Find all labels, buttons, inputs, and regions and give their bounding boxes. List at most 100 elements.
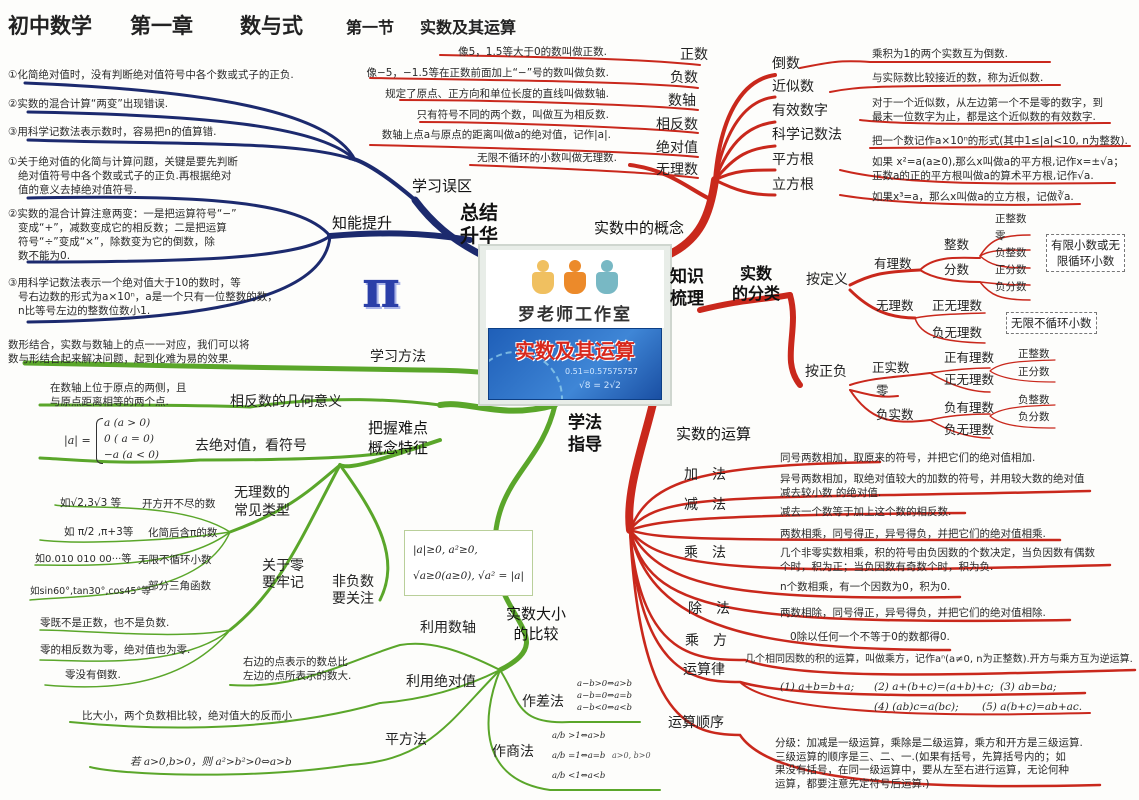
difference-item: a−b<0⇔a<b: [577, 703, 632, 713]
pos-fraction-label: 正分数: [995, 264, 1027, 276]
neg-integer-label: 负整数: [1018, 394, 1050, 406]
number-line-label: 利用数轴: [420, 620, 476, 636]
quotient-label: 作商法: [492, 744, 534, 760]
neg-fraction-label: 负分数: [995, 281, 1027, 293]
header-subject: 初中数学: [8, 14, 92, 38]
pos-fraction-label: 正分数: [1018, 366, 1050, 378]
sub-rule: 减去一个数等于加上这个数的相反数.: [780, 506, 952, 518]
concept-term: 倒数: [772, 56, 800, 72]
concept-term: 平方根: [772, 152, 814, 168]
abs-formula-case: a (a > 0): [104, 417, 151, 429]
square-label: 平方法: [385, 732, 427, 748]
abs-formula-case: −a (a < 0): [104, 449, 160, 461]
law-item: (3) ab=ba;: [1000, 681, 1057, 693]
abs-sign-label: 去绝对值，看符号: [195, 438, 307, 454]
improve-item: ①关于绝对值的化简与计算问题，关键是要先判断 绝对值符号中各个数或式子的正负.再…: [8, 156, 238, 196]
neg-rational-label: 负有理数: [944, 400, 995, 415]
pow-rule: 几个相同因数的积的运算，叫做乘方，记作aⁿ(a≠0, n为正整数).开方与乘方互…: [745, 654, 1133, 665]
irrational-example: 如0.010 010 00···等: [35, 554, 132, 565]
concept-definition: 只有符号不同的两个数，叫做互为相反数.: [416, 109, 609, 121]
div-rule: 0除以任何一个不等于0的数都得0.: [790, 631, 950, 643]
abs-value-text: 比大小，两个负数相比较，绝对值大的反而小: [82, 710, 292, 722]
concept-definition: 与实际数比较接近的数，称为近似数.: [872, 72, 1044, 84]
sub-label: 减 法: [684, 497, 726, 513]
concept-definition: 如果 x²=a(a≥0),那么x叫做a的平方根,记作x=±√a； 正数a的正的平…: [872, 156, 1124, 182]
concept-term: 无理数: [656, 162, 698, 178]
concept-definition: 数轴上点a与原点的距离叫做a的绝对值，记作|a|.: [381, 129, 611, 141]
concept-term: 相反数: [656, 117, 698, 133]
difference-label: 作差法: [522, 694, 564, 710]
compare-title: 实数大小 的比较: [506, 605, 567, 643]
concept-term: 绝对值: [656, 140, 698, 156]
difference-item: a−b>0⇔a>b: [577, 679, 632, 689]
irrational-types-label: 无理数的 常见类型: [234, 485, 290, 519]
pos-integer-label: 正整数: [995, 213, 1027, 225]
header-chapter: 第一章: [130, 14, 193, 38]
law-item: (2) a+(b+c)=(a+b)+c;: [874, 681, 994, 693]
operations-title: 实数的运算: [676, 425, 752, 443]
law-item: (5) a(b+c)=ab+ac.: [982, 701, 1083, 713]
mul-label: 乘 法: [684, 545, 726, 561]
header-chapter-title: 数与式: [240, 14, 303, 38]
classification-title: 实数 的分类: [732, 264, 781, 303]
order-label: 运算顺序: [668, 715, 724, 731]
zero-facts-label: 关于零 要牢记: [262, 558, 304, 591]
zero-fact: 零没有倒数.: [65, 669, 121, 681]
add-label: 加 法: [684, 467, 726, 483]
brace-icon: [96, 418, 103, 464]
mistakes-label: 学习误区: [412, 177, 473, 195]
mistake-item: ②实数的混合计算“两变”出现错误.: [8, 98, 169, 110]
concepts-title: 实数中的概念: [594, 219, 685, 237]
concept-definition: 像5，1.5等大于0的数叫做正数.: [458, 46, 607, 58]
pow-label: 乘 方: [685, 633, 727, 649]
concept-definition: 像−5，−1.5等在正数前面加上“−”号的数叫做负数.: [366, 67, 610, 79]
concept-term: 近似数: [772, 79, 814, 95]
summary-title: 总结 升华: [460, 202, 499, 247]
law-item: (1) a+b=b+a;: [780, 681, 855, 693]
mul-rule: 几个非零实数相乘，积的符号由负因数的个数决定，当负因数有偶数 个时，积为正；当负…: [780, 547, 1095, 573]
by-sign-label: 按正负: [805, 364, 847, 380]
concept-definition: 对于一个近似数，从左边第一个不是零的数字，到 最末一位数字为止，都是这个近似数的…: [872, 97, 1103, 123]
div-label: 除 法: [688, 601, 730, 617]
zero-label: 零: [876, 383, 889, 398]
quotient-item: a/b <1⇔a<b: [552, 771, 606, 781]
rational-label: 有理数: [874, 256, 912, 271]
zero-fact: 零既不是正数，也不是负数.: [40, 617, 170, 629]
nonneg-formula: √a≥0(a≥0), √a² = |a|: [413, 570, 525, 582]
study-method-label: 学习方法: [370, 349, 426, 365]
difficulty-label: 把握难点 概念特征: [368, 419, 429, 457]
nonneg-formula-box: |a|≥0, a²≥0,√a≥0(a≥0), √a² = |a|: [404, 530, 534, 596]
pos-irrational-label: 正无理数: [932, 298, 983, 313]
add-rule: 同号两数相加，取原来的符号，并把它们的绝对值相加.: [780, 452, 1036, 464]
study-method-text: 数形结合，实数与数轴上的点一一对应，我们可以将 数与形结合起来解决问题，起到化难…: [8, 339, 250, 365]
pos-real-label: 正实数: [872, 360, 910, 375]
summary-branches: [23, 81, 492, 324]
concept-definition: 无限不循环的小数叫做无理数.: [477, 152, 617, 164]
concept-term: 立方根: [772, 177, 814, 193]
neg-integer-label: 负整数: [995, 247, 1027, 259]
banner-formula: √8 = 2√2: [579, 381, 621, 391]
irrational-example: 如 π/2 ,π+3等: [64, 526, 134, 538]
quotient-item: a/b =1⇔a=b: [552, 751, 606, 761]
center-logo: 罗老师工作室 实数及其运算 0.51=0.57575757 √8 = 2√2: [478, 244, 672, 406]
mul-rule: 两数相乘，同号得正，异号得负，并把它们的绝对值相乘.: [780, 528, 1046, 540]
concept-term: 有效数字: [772, 103, 828, 119]
rational-note: 有限小数或无 限循环小数: [1046, 234, 1125, 272]
improve-item: ③用科学记数法表示一个绝对值大于10的数时，等 号右边数的形式为a×10ⁿ，a是…: [8, 277, 278, 317]
irrational-type: 无限不循环小数: [138, 554, 212, 566]
pos-irrational-label: 正无理数: [944, 372, 995, 387]
abs-formula-lhs: |a| =: [64, 434, 91, 447]
nonneg-label: 非负数 要关注: [332, 574, 374, 607]
banner-formula: 0.51=0.57575757: [565, 367, 638, 376]
concept-definition: 把一个数记作a×10ⁿ的形式(其中1≤|a|<10, n为整数).: [872, 135, 1128, 147]
concept-definition: 规定了原点、正方向和单位长度的直线叫做数轴.: [385, 88, 609, 100]
by-definition-label: 按定义: [806, 272, 848, 288]
law-item: (4) (ab)c=a(bc);: [874, 701, 959, 713]
mistake-item: ③用科学记数法表示数时，容易把n的值算错.: [8, 126, 217, 138]
order-rule: 分级：加减是一级运算，乘除是二级运算，乘方和开方是三级运算. 三级运算的顺序是三…: [775, 737, 1083, 790]
concept-term: 负数: [670, 70, 698, 86]
irrational-note: 无限不循环小数: [1006, 312, 1097, 334]
mul-rule: n个数相乘，有一个因数为0，积为0.: [780, 581, 951, 593]
neg-irrational-label: 负无理数: [944, 422, 995, 437]
concept-definition: 乘积为1的两个实数互为倒数.: [872, 48, 1009, 60]
